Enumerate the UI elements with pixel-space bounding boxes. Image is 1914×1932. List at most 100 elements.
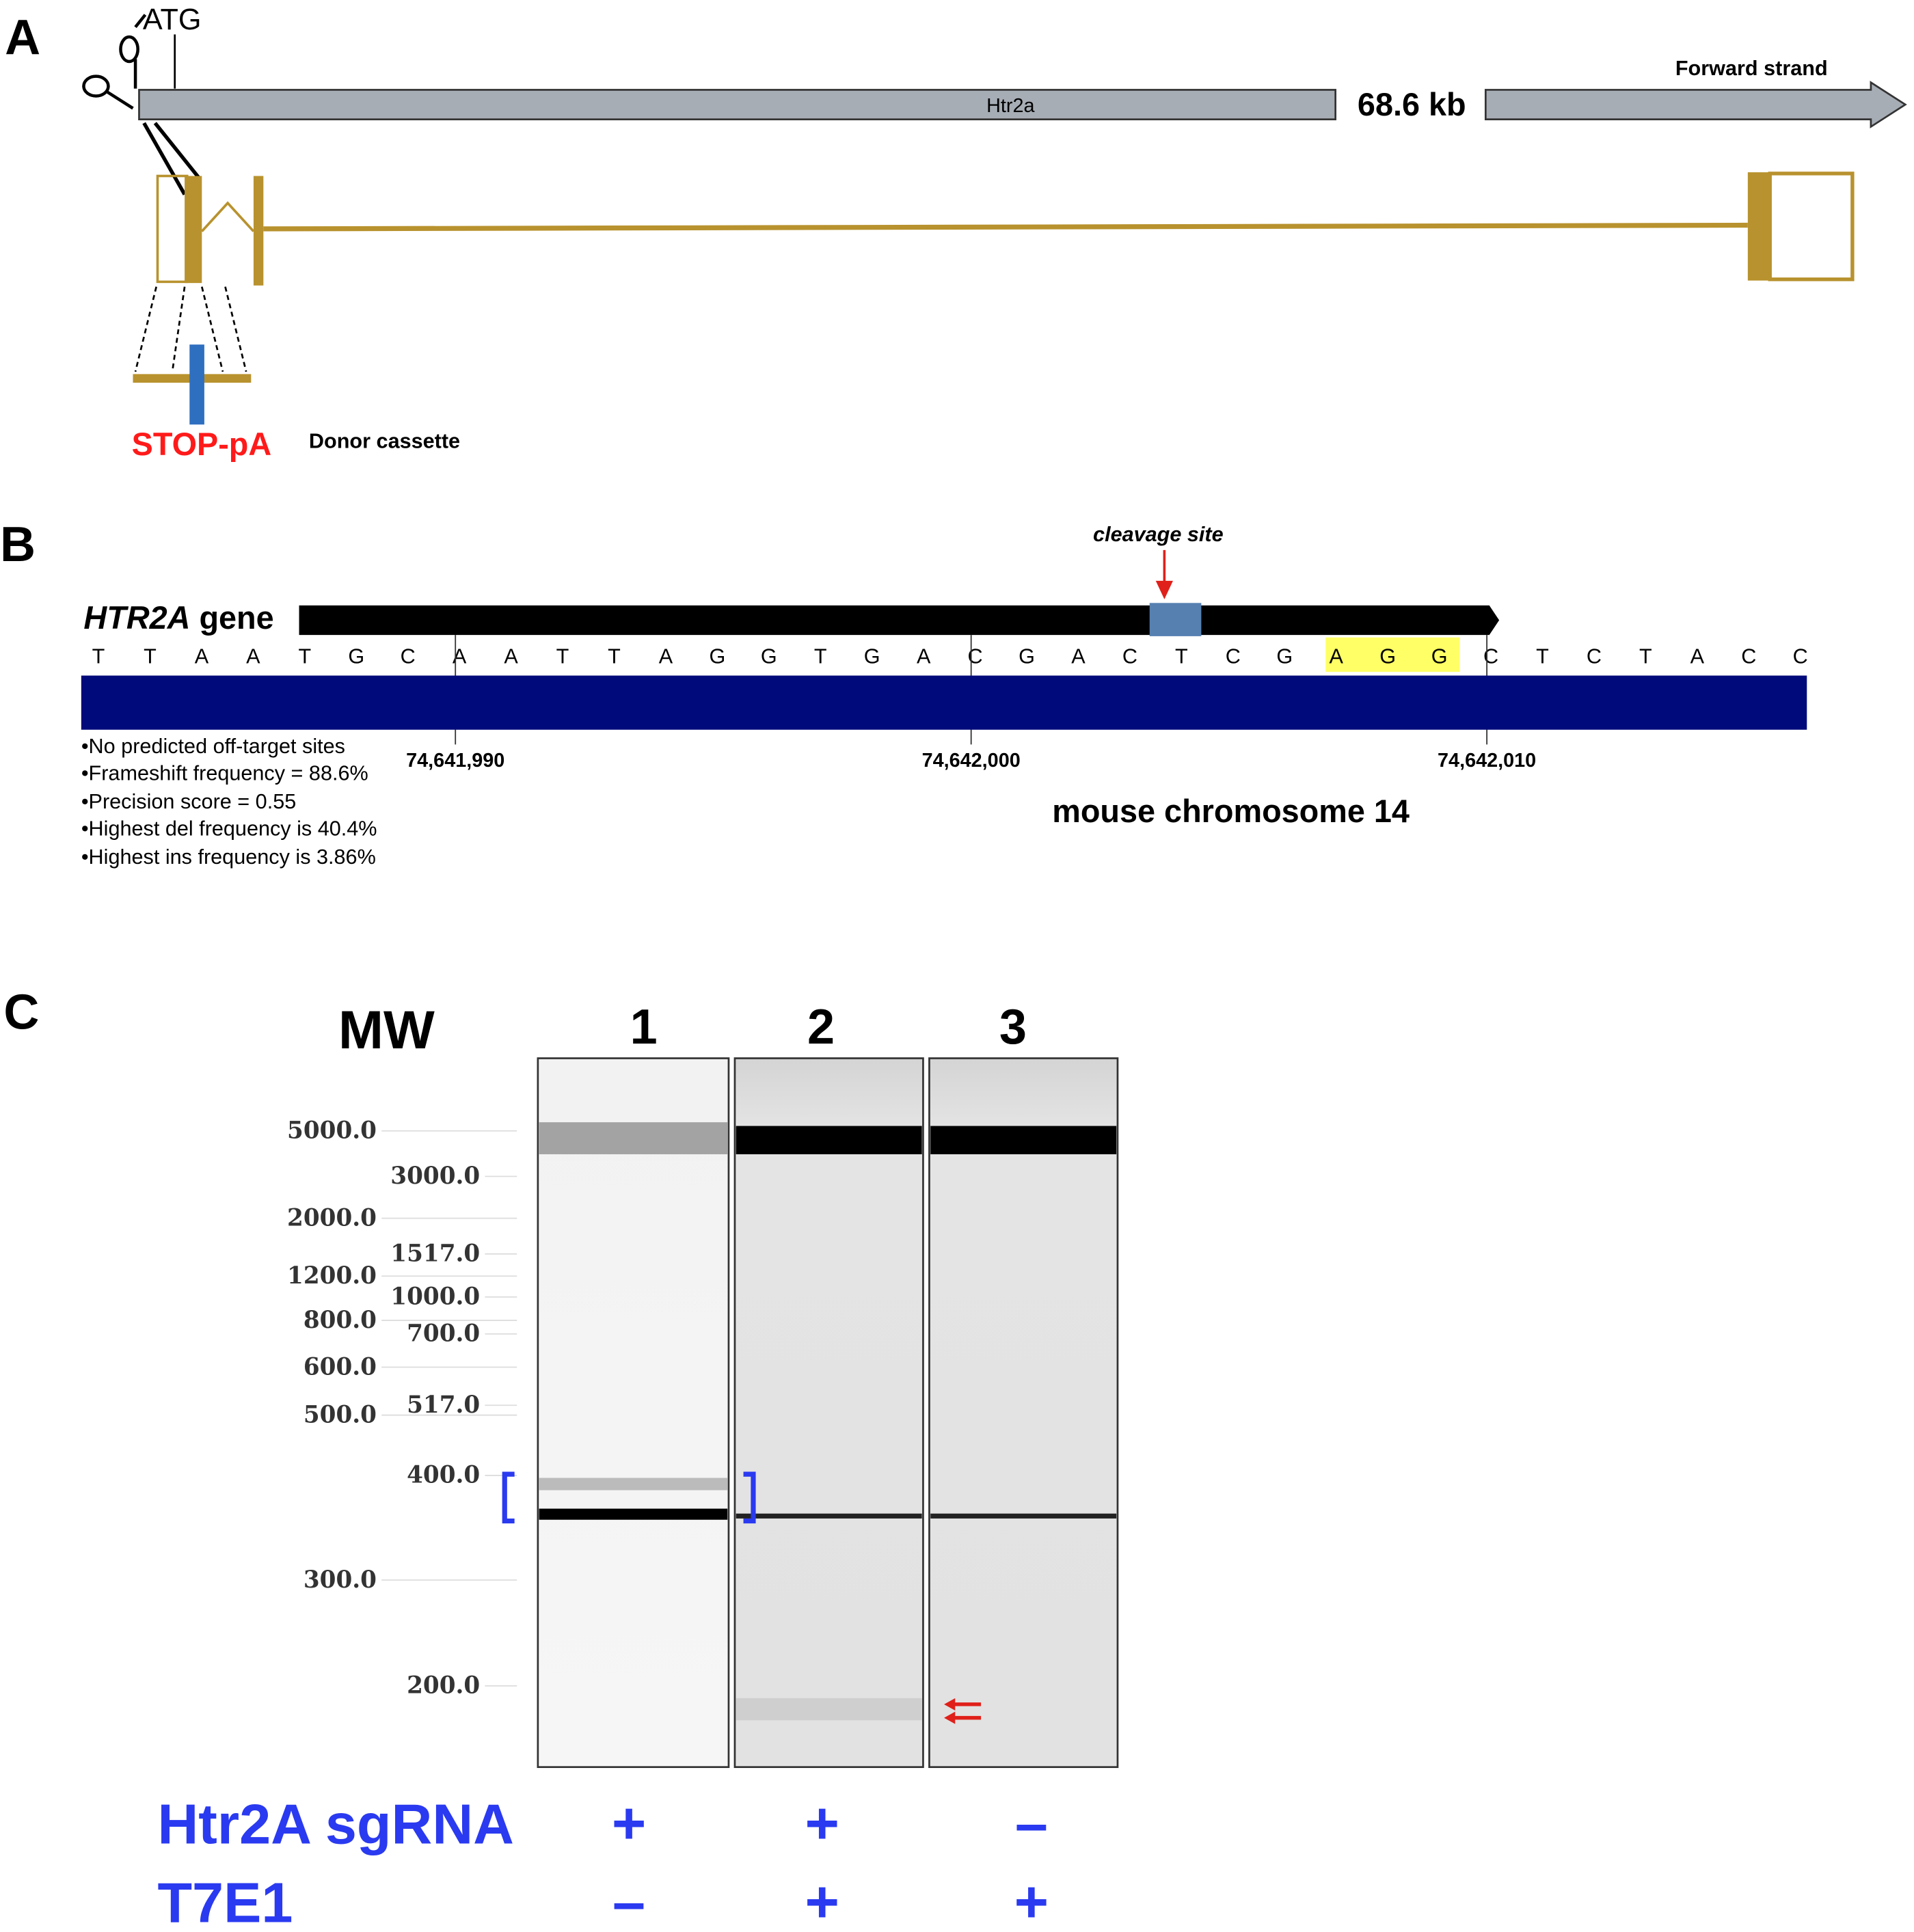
condition-value: –: [612, 1870, 645, 1932]
mw-label: MW: [338, 999, 435, 1060]
nucleotide: A: [504, 645, 518, 668]
ladder-marker: 500.0: [304, 1401, 377, 1428]
gene-suffix: gene: [190, 600, 273, 636]
lane-label: 3: [999, 1000, 1027, 1055]
stats-notes: •No predicted off-target sites •Frameshi…: [81, 735, 377, 869]
panel-label-a: A: [5, 10, 40, 65]
condition-value: –: [1015, 1791, 1048, 1856]
nucleotide: T: [1175, 645, 1188, 668]
pam-highlight: [1325, 637, 1460, 672]
nucleotide: C: [1226, 645, 1241, 668]
stop-cassette: [189, 344, 204, 425]
condition-label: Htr2A sgRNA: [157, 1792, 513, 1855]
nucleotide: T: [1639, 645, 1652, 668]
nucleotide: A: [659, 645, 673, 668]
panel-label-c: C: [3, 985, 39, 1039]
nucleotide: C: [1483, 645, 1498, 668]
gene-track-label: HTR2A gene: [83, 600, 273, 636]
donor-label: Donor cassette: [309, 429, 460, 452]
nucleotide: C: [1122, 645, 1137, 668]
gel-lane-3: [928, 1057, 1119, 1769]
condition-value: +: [612, 1791, 646, 1856]
nucleotide: T: [814, 645, 827, 668]
panel-a: A ATG Htr2a 68.6 kb Forward strand: [5, 3, 1907, 462]
gene-bar: [138, 81, 1907, 128]
condition-value: +: [805, 1791, 839, 1856]
ladder-marker: 200.0: [407, 1672, 480, 1700]
nucleotide: G: [709, 645, 725, 668]
nucleotide: T: [1536, 645, 1549, 668]
nucleotide: C: [1741, 645, 1756, 668]
note: •Frameshift frequency = 88.6%: [81, 762, 368, 785]
nucleotide: A: [453, 645, 467, 668]
condition-value: +: [1014, 1870, 1049, 1932]
ladder-marker: 1517.0: [390, 1240, 480, 1268]
ladder-marker: 5000.0: [287, 1117, 377, 1145]
position-label: 74,641,990: [406, 750, 504, 772]
ladder: 5000.0 2000.0 1200.0 800.0 600.0 500.0 300.0 30…: [287, 1117, 517, 1700]
note: •No predicted off-target sites: [81, 735, 345, 758]
chromosome-label: mouse chromosome 14: [1052, 793, 1410, 829]
nucleotide: G: [1276, 645, 1293, 668]
nucleotide: A: [1071, 645, 1086, 668]
ladder-marker: 1200.0: [287, 1262, 377, 1290]
nucleotide: C: [968, 645, 983, 668]
ladder-marker: 3000.0: [390, 1162, 480, 1190]
atg-label: ATG: [143, 3, 202, 36]
nucleotide: G: [864, 645, 880, 668]
lane-label: 2: [807, 1000, 835, 1055]
ladder-marker: 400.0: [407, 1462, 480, 1489]
gene-track: [299, 605, 1500, 636]
nucleotide: A: [195, 645, 209, 668]
nucleotide: A: [246, 645, 260, 668]
ladder-marker: 1000.0: [390, 1283, 480, 1311]
nucleotide: C: [401, 645, 416, 668]
panel-label-b: B: [0, 517, 36, 572]
nucleotide: T: [144, 645, 157, 668]
nucleotide: G: [348, 645, 364, 668]
gene-symbol: HTR2A: [83, 600, 190, 636]
stop-label: STOP-pA: [132, 426, 272, 462]
note: •Highest ins frequency is 3.86%: [81, 845, 376, 869]
gene-structure: [156, 172, 1855, 286]
nucleotide: C: [1587, 645, 1602, 668]
nucleotide: T: [608, 645, 621, 668]
nucleotide: A: [1690, 645, 1705, 668]
nucleotide: G: [1379, 645, 1396, 668]
gel-lane-1: [537, 1057, 730, 1769]
ladder-marker: 600.0: [304, 1353, 377, 1380]
cleavage-label: cleavage site: [1093, 523, 1224, 546]
nucleotide: T: [92, 645, 105, 668]
nucleotide: A: [1330, 645, 1344, 668]
gene-length: 68.6 kb: [1358, 87, 1466, 122]
condition-value: +: [805, 1870, 839, 1932]
nucleotide: G: [1431, 645, 1448, 668]
conditions: Htr2A sgRNA + + – T7E1 – + +: [157, 1791, 1049, 1932]
nucleotide: T: [298, 645, 311, 668]
note: •Highest del frequency is 40.4%: [81, 817, 377, 841]
condition-label: T7E1: [157, 1871, 293, 1932]
ladder-marker: 2000.0: [287, 1204, 377, 1232]
nucleotide: G: [761, 645, 777, 668]
ladder-marker: 300.0: [304, 1566, 377, 1594]
position-label: 74,642,000: [922, 750, 1021, 772]
nucleotide: A: [917, 645, 931, 668]
cleavage-arrow-icon: [1155, 549, 1173, 599]
cleavage-product-arrows-icon: [944, 1698, 982, 1724]
scissors-icon: [82, 14, 147, 110]
bracket-left-icon: [502, 1471, 515, 1524]
ladder-marker: 800.0: [304, 1307, 377, 1334]
ladder-marker: 700.0: [407, 1320, 480, 1348]
ladder-marker: 517.0: [407, 1391, 480, 1419]
insertion-guides: [134, 286, 247, 372]
chromosome-track: [81, 675, 1807, 730]
cut-site-lines: [142, 122, 201, 195]
bracket-right-icon: [743, 1471, 756, 1524]
nucleotide: C: [1793, 645, 1808, 668]
lane-label: 1: [630, 1000, 658, 1055]
gel-lane-2: [733, 1057, 924, 1769]
guide-site: [1149, 603, 1202, 636]
position-label: 74,642,010: [1438, 750, 1536, 772]
